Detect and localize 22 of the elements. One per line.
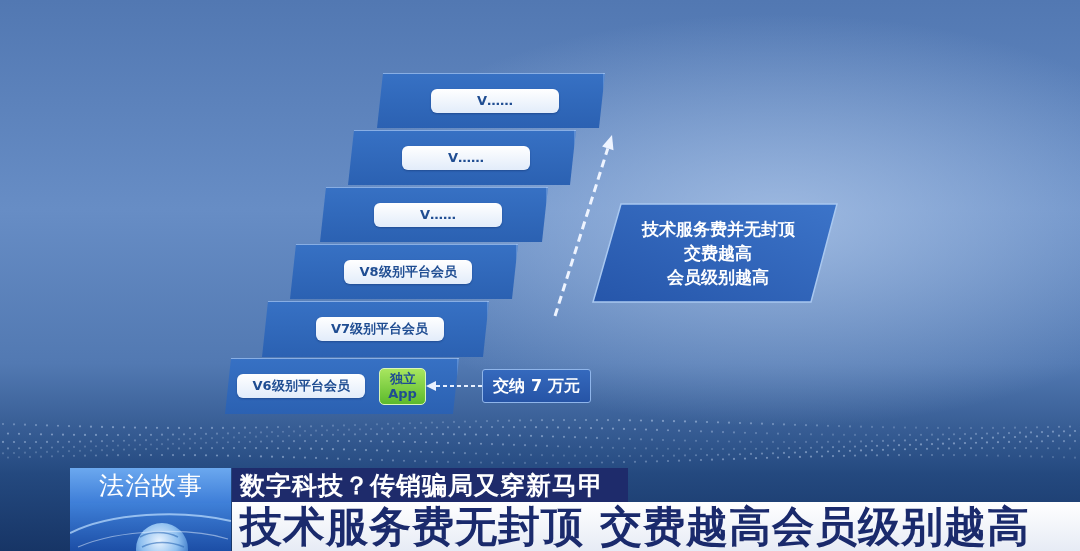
app-badge: 独立 App: [379, 367, 426, 405]
level-tag: V……: [402, 145, 530, 170]
step-band: [262, 301, 489, 357]
step-band: [290, 244, 518, 299]
level-tag: V7级别平台会员: [315, 317, 444, 341]
headline-text: 数字科技？传销骗局又穿新马甲: [240, 469, 604, 502]
caption-text: 技术服务费无封顶 交费越高会员级别越高: [240, 502, 1030, 551]
callout-text: 交费越高: [684, 242, 752, 265]
segment-title: 法治故事: [98, 470, 203, 502]
step-band: [320, 187, 548, 242]
level-tag: V6级别平台会员: [237, 374, 365, 398]
level-tag: V……: [374, 202, 502, 227]
level-tag: V8级别平台会员: [344, 259, 472, 284]
callout-text: 会员级别越高: [667, 266, 769, 289]
step-band: [377, 73, 605, 128]
payment-box: 交纳 7 万元: [482, 369, 591, 403]
step-band: [225, 358, 459, 414]
level-tag: V……: [431, 88, 559, 113]
step-band: [348, 130, 576, 185]
callout-text: 技术服务费并无封顶: [641, 218, 795, 241]
connector-arrow: [425, 381, 483, 391]
callout-panel: [592, 203, 838, 303]
